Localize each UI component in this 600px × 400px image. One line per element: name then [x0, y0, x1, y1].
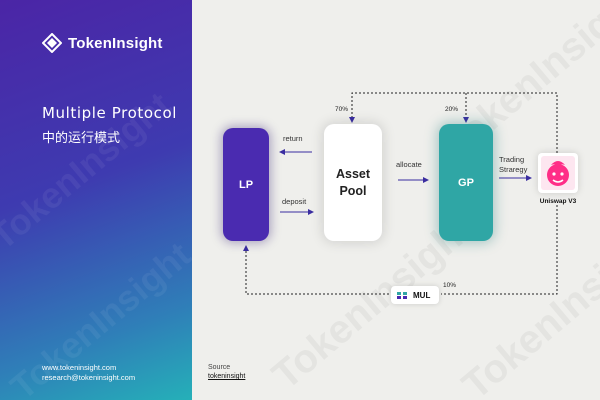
uniswap-label: Uniswap V3 [539, 198, 577, 205]
email-link[interactable]: research@tokeninsight.com [42, 373, 136, 382]
gp-label: GP [458, 176, 474, 189]
mul-path [441, 205, 558, 295]
pool-return-path [351, 92, 558, 153]
lp-label: LP [238, 178, 254, 191]
uniswap-unicorn-icon [541, 156, 575, 190]
mul-logo-icon [397, 291, 407, 299]
pct-mul: 10% [443, 282, 457, 289]
asset-pool-label-line2: Pool [339, 183, 367, 198]
mul-label: MUL [413, 290, 431, 300]
mul-node: MUL [391, 286, 439, 304]
asset-pool-label-line1: Asset [335, 166, 371, 181]
allocate-label: allocate [396, 160, 422, 169]
deposit-label: deposit [282, 197, 307, 206]
lp-node: LP [223, 128, 269, 241]
page-title: Multiple Protocol [42, 104, 177, 122]
gp-node: GP [439, 124, 493, 241]
website-link[interactable]: www.tokeninsight.com [42, 363, 117, 372]
brand-panel: TokenInsight TokenInsight TokenInsight M… [0, 0, 192, 400]
trading-label-line1: Trading [499, 155, 525, 164]
tokeninsight-logo-icon [42, 33, 62, 53]
source-label: Source [208, 364, 231, 371]
trading-label-line2: Straregy [499, 165, 528, 174]
page-subtitle: 中的运行模式 [42, 131, 121, 146]
pct-pool: 70% [335, 106, 349, 113]
source-value: tokeninsight [208, 373, 246, 380]
asset-pool-node: Asset Pool [324, 124, 382, 241]
lp-return-path [245, 250, 389, 295]
brand-name: TokenInsight [68, 34, 163, 52]
uniswap-node [538, 153, 578, 193]
pct-gp: 20% [445, 106, 459, 113]
return-label: return [283, 134, 303, 143]
brand: TokenInsight [42, 32, 163, 54]
